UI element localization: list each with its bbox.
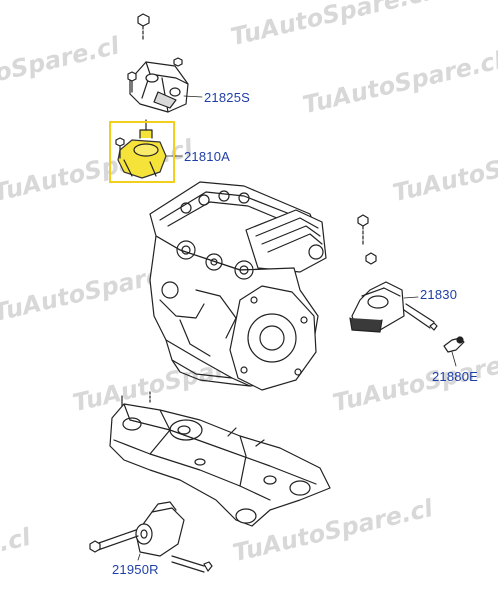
transmission-mount-highlighted[interactable]	[115, 119, 183, 179]
front-subframe	[109, 391, 331, 527]
upper-mount-bracket[interactable]	[127, 13, 203, 113]
rear-roll-mount[interactable]	[89, 501, 213, 573]
mount-bolt[interactable]	[443, 336, 465, 367]
engine-block	[149, 181, 327, 391]
highlight-frame	[109, 121, 175, 183]
part-label-21830[interactable]: 21830	[420, 287, 458, 302]
part-label-21950R[interactable]: 21950R	[112, 562, 159, 577]
part-label-21825S[interactable]: 21825S	[204, 90, 251, 105]
part-label-21880E[interactable]: 21880E	[432, 369, 479, 384]
part-label-21810A[interactable]: 21810A	[184, 149, 231, 164]
side-engine-mount[interactable]	[349, 214, 438, 333]
